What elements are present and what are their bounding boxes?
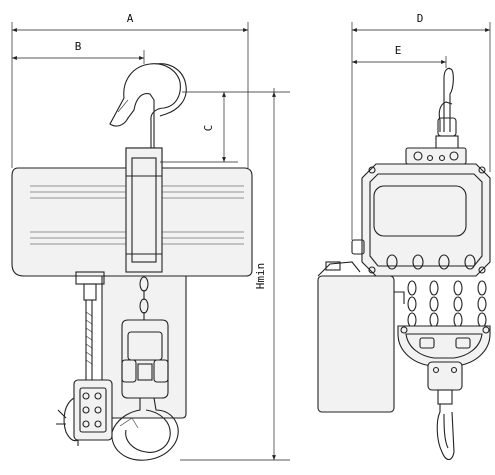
- dim-label-c: C: [202, 125, 215, 132]
- side-view: [317, 67, 491, 461]
- side-motor-body: [351, 163, 491, 277]
- dimension-lines: [11, 22, 491, 461]
- top-hook: [109, 63, 187, 148]
- dim-label-hmin: Hmin: [254, 263, 267, 290]
- side-chains: [407, 280, 487, 328]
- side-top-bracket: [405, 147, 467, 165]
- dim-label-b: B: [75, 40, 82, 53]
- side-bottom-block: [397, 325, 491, 391]
- pendant-control: [56, 271, 113, 446]
- front-view: [11, 63, 253, 461]
- side-top-hook: [435, 67, 459, 151]
- dim-label-a: A: [127, 12, 134, 25]
- side-bottom-hook: [436, 389, 455, 461]
- dim-label-d: D: [417, 12, 424, 25]
- side-chain-bag: [317, 261, 405, 413]
- bottom-hook: [111, 397, 179, 461]
- dim-label-e: E: [395, 44, 402, 57]
- bottom-hook-block: [121, 319, 169, 399]
- motor-housing: [11, 147, 253, 277]
